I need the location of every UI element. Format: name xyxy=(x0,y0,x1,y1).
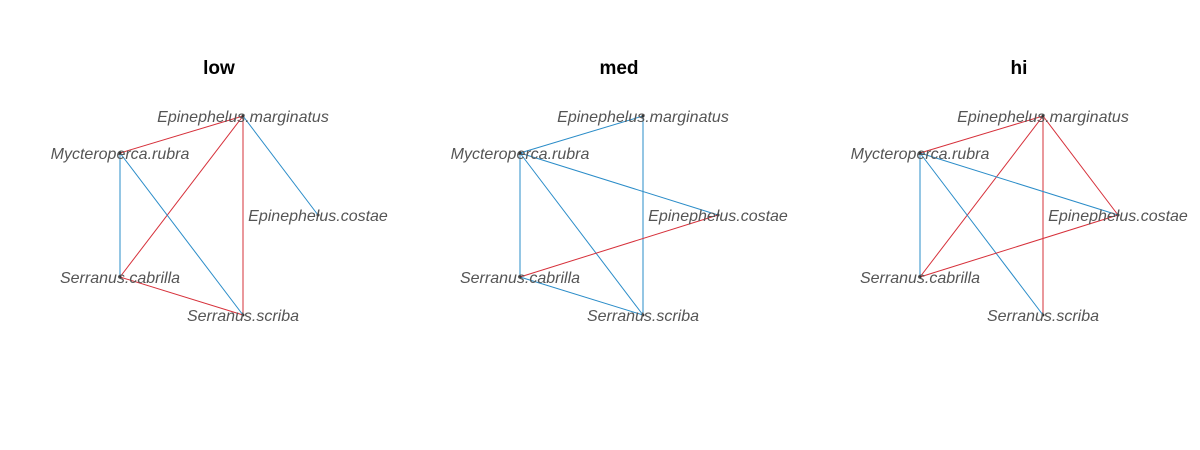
panel-title: low xyxy=(203,58,235,79)
edge-negative xyxy=(1042,115,1119,216)
edge-negative xyxy=(119,115,244,278)
node-label: Epinephelus.marginatus xyxy=(557,109,729,126)
node-point xyxy=(1041,114,1045,118)
node-point xyxy=(118,151,122,155)
node-label: Serranus.cabrilla xyxy=(60,270,180,287)
edge-layer xyxy=(919,115,1119,316)
edge-negative xyxy=(119,115,244,154)
node-point xyxy=(1116,213,1120,217)
node-point xyxy=(316,213,320,217)
node-point xyxy=(241,313,245,317)
panel-title: hi xyxy=(1011,58,1028,79)
node-label: Epinephelus.costae xyxy=(1048,208,1188,225)
edge-negative xyxy=(919,115,1044,278)
node-point xyxy=(641,313,645,317)
node-label: Mycteroperca.rubra xyxy=(851,146,990,163)
edge-positive xyxy=(519,115,644,154)
edge-layer xyxy=(119,115,319,316)
edge-positive xyxy=(519,152,644,316)
edge-positive xyxy=(519,276,644,316)
node-layer: Epinephelus.marginatusMycteroperca.rubra… xyxy=(51,109,388,325)
edge-negative xyxy=(519,214,719,278)
edge-negative xyxy=(119,276,244,316)
edge-positive xyxy=(119,152,244,316)
edge-positive xyxy=(519,152,719,216)
node-point xyxy=(641,114,645,118)
panel-low: low Epinephelus.marginatusMycteroperca.r… xyxy=(51,58,388,325)
node-point xyxy=(241,114,245,118)
node-label: Serranus.scriba xyxy=(187,308,299,325)
node-label: Mycteroperca.rubra xyxy=(451,146,590,163)
node-layer: Epinephelus.marginatusMycteroperca.rubra… xyxy=(851,109,1188,325)
node-point xyxy=(518,151,522,155)
node-label: Epinephelus.costae xyxy=(248,208,388,225)
node-label: Serranus.cabrilla xyxy=(860,270,980,287)
edge-negative xyxy=(919,214,1119,278)
node-point xyxy=(118,275,122,279)
panel-hi: hi Epinephelus.marginatusMycteroperca.ru… xyxy=(851,58,1188,325)
node-label: Serranus.scriba xyxy=(987,308,1099,325)
node-layer: Epinephelus.marginatusMycteroperca.rubra… xyxy=(451,109,788,325)
node-point xyxy=(918,151,922,155)
node-label: Epinephelus.marginatus xyxy=(157,109,329,126)
node-label: Mycteroperca.rubra xyxy=(51,146,190,163)
node-label: Epinephelus.costae xyxy=(648,208,788,225)
node-point xyxy=(1041,313,1045,317)
node-point xyxy=(518,275,522,279)
panel-med: med Epinephelus.marginatusMycteroperca.r… xyxy=(451,58,788,325)
edge-layer xyxy=(519,115,719,316)
node-label: Serranus.scriba xyxy=(587,308,699,325)
node-label: Epinephelus.marginatus xyxy=(957,109,1129,126)
edge-positive xyxy=(242,115,319,216)
node-label: Serranus.cabrilla xyxy=(460,270,580,287)
edge-positive xyxy=(919,152,1119,216)
panel-title: med xyxy=(599,58,638,79)
node-point xyxy=(918,275,922,279)
edge-positive xyxy=(919,152,1044,316)
node-point xyxy=(716,213,720,217)
edge-negative xyxy=(919,115,1044,154)
